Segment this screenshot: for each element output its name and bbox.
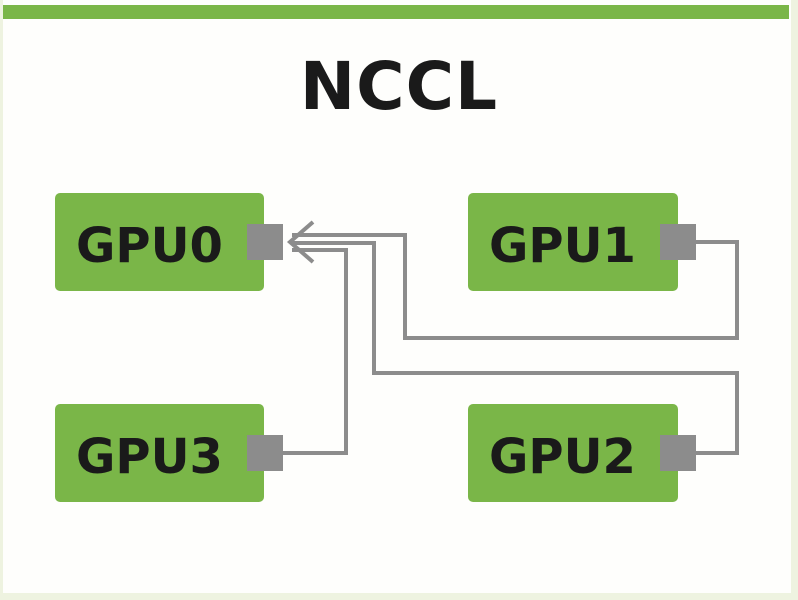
arrowhead-icon: [286, 220, 315, 264]
header-accent-bar: [3, 5, 789, 19]
gpu-node-gpu1[interactable]: GPU1: [468, 193, 696, 291]
diagram-title: NCCL: [299, 48, 499, 125]
edge-gpu1-to-gpu0: [292, 233, 739, 340]
gpu-node-gpu0[interactable]: GPU0: [55, 193, 283, 291]
gpu-node-gpu3[interactable]: GPU3: [55, 404, 283, 502]
gpu-label-gpu2: GPU2: [489, 429, 636, 485]
gpu-label-gpu3: GPU3: [76, 429, 223, 485]
gpu-node-gpu2[interactable]: GPU2: [468, 404, 696, 502]
gpu-label-gpu1: GPU1: [489, 218, 636, 274]
gpu-label-gpu0: GPU0: [76, 218, 223, 274]
edge-gpu3-to-gpu0: [283, 248, 348, 455]
port-gpu3: [247, 435, 283, 471]
port-gpu2: [660, 435, 696, 471]
port-gpu1: [660, 224, 696, 260]
port-gpu0: [247, 224, 283, 260]
edge-gpu2-to-gpu0: [292, 241, 739, 455]
